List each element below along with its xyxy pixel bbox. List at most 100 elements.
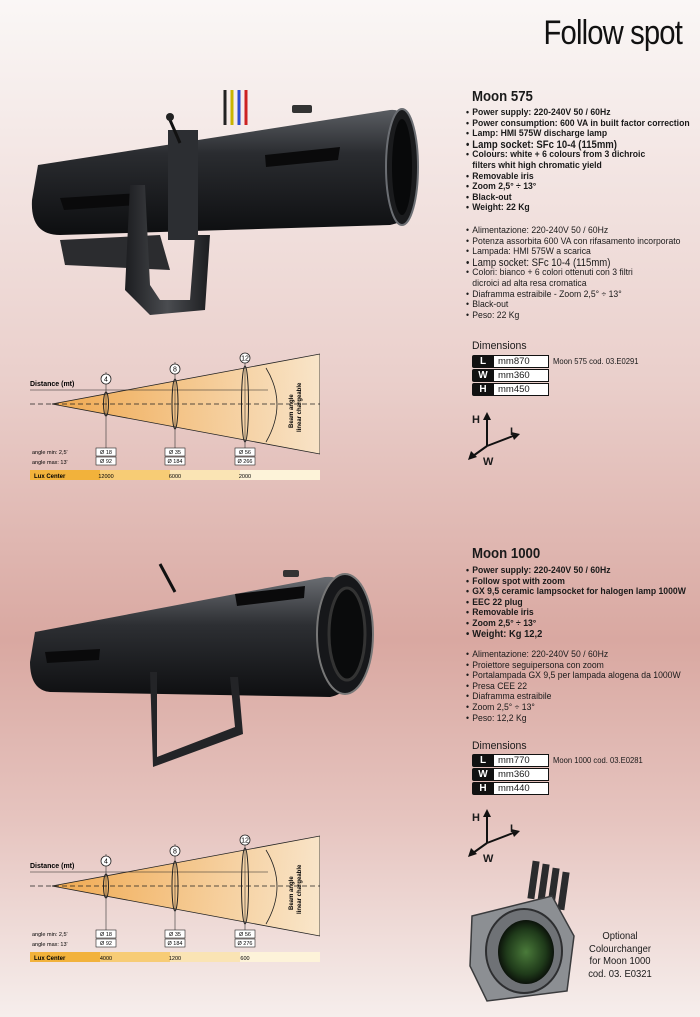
spec-item: Zoom 2,5° ÷ 13°	[466, 182, 690, 193]
colourchanger-image	[469, 860, 575, 1002]
moon-1000-code: Moon 1000 cod. 03.E0281	[553, 755, 643, 765]
moon-1000-specs-it: Alimentazione: 220-240V 50 / 60Hz Proiet…	[466, 649, 700, 724]
lux-value: 4000	[100, 956, 112, 962]
optional-line: Colourchanger	[588, 942, 651, 955]
max-diameter: Ø 184	[168, 459, 183, 465]
axis-l-label: L	[510, 426, 517, 438]
angle-max-label: angle max: 13'	[32, 942, 68, 948]
lux-center-label: Lux Center	[34, 956, 66, 962]
spec-item: Portalampada GX 9,5 per lampada alogena …	[466, 671, 681, 682]
spec-item: Zoom 2,5° ÷ 13°	[466, 702, 681, 714]
lux-value: 600	[240, 956, 249, 962]
moon-575-beam-diagram: 4 8 12 Distance (mt) Beam angle linear c…	[30, 352, 320, 480]
dimension-value: mm440	[494, 782, 549, 795]
distance-label: Distance (mt)	[30, 863, 74, 870]
moon-1000-beam-diagram: 4 8 12 Distance (mt) Beam angle linear c…	[30, 834, 320, 962]
spec-item: Power supply: 220-240V 50 / 60Hz	[466, 565, 686, 577]
spec-item: Removable iris	[466, 608, 686, 619]
optional-colourchanger-text: Optional Colourchanger for Moon 1000 cod…	[580, 930, 659, 980]
spec-item: EEC 22 plug	[466, 597, 686, 609]
moon-1000-dimensions-title: Dimensions	[472, 740, 527, 752]
distance-marker: 4	[104, 859, 108, 866]
dimension-height: H mm450	[472, 383, 549, 396]
spec-item: Lamp: HMI 575W discharge lamp	[466, 129, 690, 140]
dimension-value: mm360	[494, 369, 549, 382]
axis-w-label: W	[483, 853, 494, 865]
spec-item: Diaframma estraibile	[466, 692, 681, 703]
spec-item: Black-out	[466, 300, 680, 311]
moon-1000-specs-en: Power supply: 220-240V 50 / 60Hz Follow …	[466, 565, 700, 641]
spec-item: Weight: Kg 12,2	[466, 629, 686, 641]
spec-item: filters whit high chromatic yield	[472, 159, 602, 171]
distance-marker: 8	[173, 367, 177, 374]
beam-angle-label: Beam angle	[289, 876, 295, 910]
dimension-key: W	[472, 768, 494, 781]
spec-item: Lamp socket: SFc 10-4 (115mm)	[466, 258, 680, 269]
max-diameter: Ø 276	[238, 941, 253, 947]
min-diameter: Ø 35	[169, 932, 181, 938]
spec-item: Potenza assorbita 600 VA con rifasamento…	[466, 236, 680, 248]
spec-item: Colours: white + 6 colours from 3 dichro…	[466, 150, 690, 161]
axis-h-label: H	[472, 414, 480, 426]
spec-item: Weight: 22 Kg	[466, 203, 690, 214]
angle-max-label: angle max: 13'	[32, 460, 68, 466]
lux-value: 6000	[169, 474, 181, 480]
min-diameter: Ø 56	[239, 932, 251, 938]
axis-h-label: H	[472, 812, 480, 824]
spec-item: Colori: bianco + 6 colori ottenuti con 3…	[466, 268, 680, 279]
optional-line: for Moon 1000	[589, 955, 651, 967]
axes-icon	[468, 809, 520, 857]
distance-marker: 4	[104, 377, 108, 384]
spec-item: Presa CEE 22	[466, 681, 681, 693]
min-diameter: Ø 18	[100, 932, 112, 938]
max-diameter: Ø 92	[100, 941, 112, 947]
dimension-key: H	[472, 383, 494, 396]
spec-item: Power supply: 220-240V 50 / 60Hz	[466, 107, 690, 119]
spec-item: Follow spot with zoom	[466, 576, 686, 588]
dimension-value: mm450	[494, 383, 549, 396]
axes-icon	[468, 412, 520, 460]
moon-575-code: Moon 575 cod. 03.E0291	[553, 356, 639, 366]
axis-w-label: W	[483, 456, 494, 468]
dimension-value: mm870	[494, 355, 549, 368]
dimension-width: W mm360	[472, 369, 549, 382]
min-diameter: Ø 56	[239, 450, 251, 456]
spec-item: Zoom 2,5° ÷ 13°	[466, 618, 686, 630]
dimension-height: H mm440	[472, 782, 549, 795]
axis-l-label: L	[510, 823, 517, 835]
lux-value: 12000	[98, 474, 113, 480]
distance-label: Distance (mt)	[30, 381, 74, 388]
dimension-length: L mm870	[472, 355, 549, 368]
moon-575-dimensions-title: Dimensions	[472, 340, 527, 352]
dimension-key: W	[472, 369, 494, 382]
spec-item: Proiettore seguipersona con zoom	[466, 660, 681, 672]
dimension-key: L	[472, 754, 494, 767]
optional-line: cod. 03. E0321	[588, 967, 652, 980]
distance-marker: 8	[173, 849, 177, 856]
spec-item: Diaframma estraibile - Zoom 2,5° ÷ 13°	[466, 289, 680, 301]
dimension-value: mm770	[494, 754, 549, 767]
spec-item: Alimentazione: 220-240V 50 / 60Hz	[466, 649, 681, 661]
spec-item: Peso: 22 Kg	[466, 310, 680, 322]
spec-item: Alimentazione: 220-240V 50 / 60Hz	[466, 225, 680, 237]
moon-1000-product-image	[30, 563, 374, 767]
moon-1000-name: Moon 1000	[472, 545, 541, 562]
page-title: Follow spot	[543, 14, 683, 52]
moon-575-specs-en: Power supply: 220-240V 50 / 60Hz Power c…	[466, 107, 700, 214]
beam-angle-label: linear chargeable	[297, 382, 303, 432]
dimension-width: W mm360	[472, 768, 549, 781]
moon-575-specs-it: Alimentazione: 220-240V 50 / 60Hz Potenz…	[466, 225, 700, 322]
min-diameter: Ø 18	[100, 450, 112, 456]
lux-value: 2000	[239, 474, 251, 480]
min-diameter: Ø 35	[169, 450, 181, 456]
max-diameter: Ø 92	[100, 459, 112, 465]
beam-angle-label: Beam angle	[289, 394, 295, 428]
spec-item: Lamp socket: SFc 10-4 (115mm)	[466, 140, 690, 151]
lux-value: 1200	[169, 956, 181, 962]
dimension-key: H	[472, 782, 494, 795]
moon-575-product-image	[31, 90, 419, 315]
spec-item: dicroici ad alta resa cromatica	[472, 277, 587, 289]
lux-center-label: Lux Center	[34, 474, 66, 480]
spec-item: Removable iris	[466, 171, 690, 183]
dimension-length: L mm770	[472, 754, 549, 767]
